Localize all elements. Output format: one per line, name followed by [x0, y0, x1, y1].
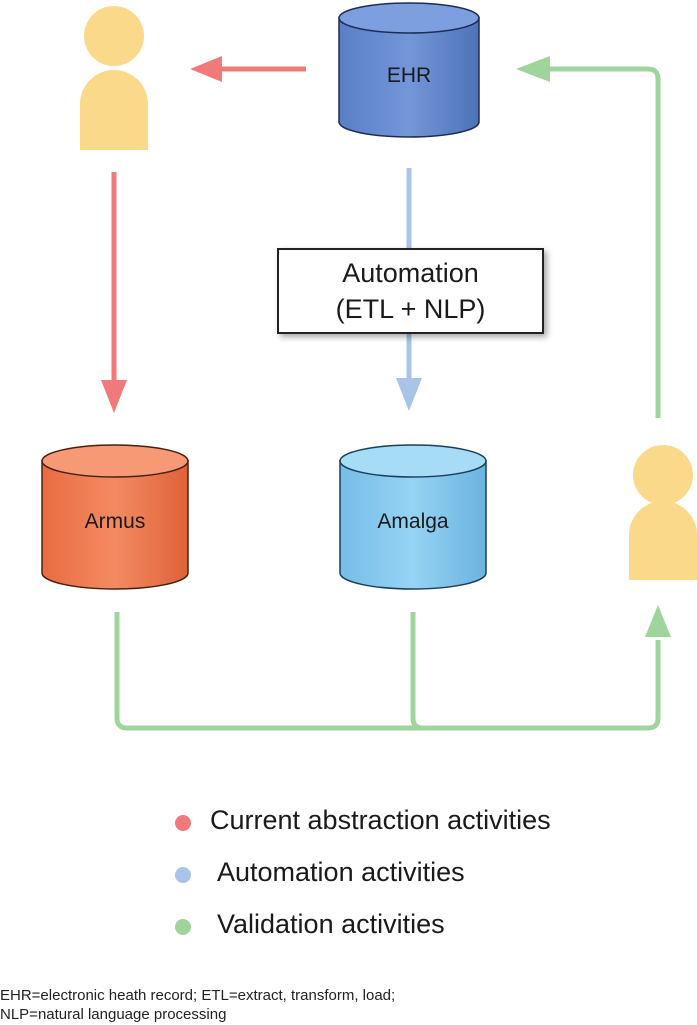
footnote-line-1: EHR=electronic heath record; ETL=extract…	[0, 987, 396, 1004]
legend-label-current: Current abstraction activities	[210, 805, 551, 835]
automation-box-subtitle: (ETL + NLP)	[335, 294, 486, 324]
abstractor-person-icon	[80, 6, 148, 150]
legend-label-automation: Automation activities	[217, 857, 465, 887]
footnote-line-2: NLP=natural language processing	[0, 1006, 227, 1023]
automation-box-title: Automation	[342, 258, 479, 288]
amalga-label: Amalga	[377, 510, 449, 533]
armus-label: Armus	[85, 510, 146, 533]
footnote: EHR=electronic heath record; ETL=extract…	[0, 986, 395, 1024]
current-arrow-ehr-to-abstractor	[190, 56, 306, 82]
validation-flow	[114, 56, 671, 731]
legend-dot-current	[175, 815, 191, 831]
amalga-database: Amalga	[339, 444, 487, 590]
automation-box: Automation (ETL + NLP)	[277, 248, 544, 334]
ehr-database: EHR	[338, 2, 480, 138]
ehr-label: EHR	[387, 64, 431, 87]
armus-database: Armus	[41, 444, 189, 590]
legend-label-validation: Validation activities	[217, 909, 445, 939]
current-arrow-abstractor-to-armus	[101, 172, 127, 413]
validator-person-icon	[629, 445, 697, 580]
legend-dot-automation	[175, 867, 191, 883]
legend-dot-validation	[175, 919, 191, 935]
